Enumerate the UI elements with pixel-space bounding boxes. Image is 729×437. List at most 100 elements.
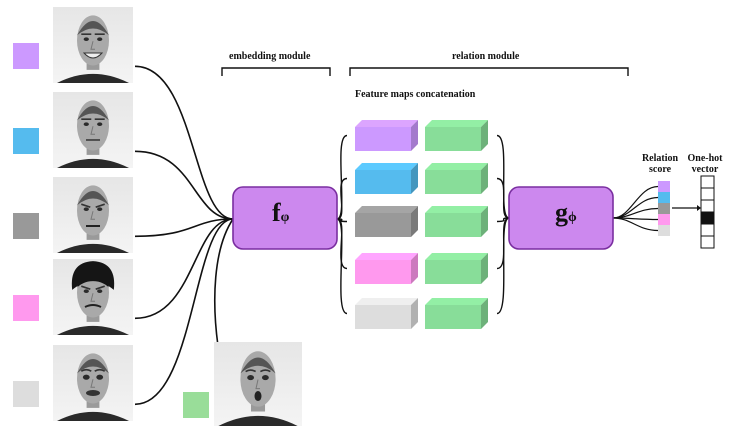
embedding-module-bracket — [221, 67, 331, 76]
score-line-5 — [612, 217, 659, 232]
support-feature-cube-3-side — [411, 206, 418, 237]
query-feature-cube-3-top — [425, 206, 488, 213]
support-face-2-eye-right — [97, 122, 103, 126]
support-feature-cube-3 — [355, 206, 418, 237]
support-face-3-brow-right — [95, 203, 105, 208]
query-feature-cube-2-side — [481, 163, 488, 194]
query-face-shirt — [218, 415, 298, 426]
onehot-vector-label: One-hot vector — [687, 153, 723, 175]
embedding-function-label: fφ — [272, 198, 289, 228]
support-face-5-shirt — [57, 411, 129, 421]
support-face-4-nose — [90, 293, 95, 302]
query-feature-cube-4-front — [425, 260, 481, 284]
relation-module-bracket — [349, 67, 629, 76]
support-face-5-nose — [90, 379, 95, 388]
class-color-square-3 — [13, 213, 39, 239]
query-feature-cube-5-side — [481, 298, 488, 329]
support-face-3-eye-right — [97, 207, 103, 211]
query-face-mouth — [254, 391, 262, 402]
support-face-1-eye-right — [97, 37, 103, 41]
support-arrow-4 — [134, 218, 234, 320]
support-face-4 — [53, 259, 133, 335]
support-feature-cube-5 — [355, 298, 418, 329]
support-feature-cube-3-top — [355, 206, 418, 213]
relation-score-cell-3 — [658, 203, 670, 214]
support-arrow-5 — [134, 218, 234, 406]
embedding-module-label: embedding module — [229, 51, 311, 62]
query-feature-cube-2-front — [425, 170, 481, 194]
support-face-5 — [53, 345, 133, 421]
fanin-line-2 — [496, 177, 510, 219]
query-feature-cube-3-front — [425, 213, 481, 237]
support-face-3-eye-left — [83, 207, 89, 211]
query-feature-cube-5 — [425, 298, 488, 329]
query-feature-cube-4 — [425, 253, 488, 284]
support-arrow-3 — [134, 218, 234, 238]
query-feature-cube-2-top — [425, 163, 488, 170]
support-feature-cube-3-front — [355, 213, 411, 237]
onehot-cell-4 — [700, 211, 715, 225]
support-face-4-mouth — [84, 303, 102, 308]
relation-score-label: Relation score — [641, 153, 679, 175]
relation-score-cell-4 — [658, 214, 670, 225]
relation-function-label: gϕ — [555, 198, 577, 228]
support-arrow-2 — [134, 150, 234, 220]
support-feature-cube-1-front — [355, 127, 411, 151]
class-color-square-2 — [13, 128, 39, 154]
support-feature-cube-5-side — [411, 298, 418, 329]
support-feature-cube-4 — [355, 253, 418, 284]
support-face-2-nose — [90, 126, 95, 135]
query-feature-cube-1 — [425, 120, 488, 151]
fanout-line-5 — [336, 218, 348, 315]
embedding-function-subscript: φ — [280, 210, 290, 225]
support-face-1-shirt — [57, 73, 129, 83]
class-color-square-1 — [13, 43, 39, 69]
support-face-1-eye-left — [83, 37, 89, 41]
onehot-cell-6 — [700, 235, 715, 249]
support-feature-cube-2-side — [411, 163, 418, 194]
support-face-5-eye-right — [96, 374, 104, 380]
support-feature-cube-1-top — [355, 120, 418, 127]
query-face-brow-left — [245, 369, 257, 373]
support-feature-cube-4-top — [355, 253, 418, 260]
query-feature-cube-1-side — [481, 120, 488, 151]
support-face-2 — [53, 92, 133, 168]
support-face-1-nose — [90, 41, 95, 50]
relation-function-subscript: ϕ — [568, 210, 577, 225]
class-color-square-5 — [13, 381, 39, 407]
query-feature-cube-1-front — [425, 127, 481, 151]
fanout-line-2 — [336, 177, 348, 220]
onehot-cell-2 — [700, 187, 715, 201]
query-feature-cube-4-top — [425, 253, 488, 260]
query-face — [214, 342, 302, 426]
support-face-4-eye-right — [97, 289, 103, 293]
support-face-4-brow-left — [81, 285, 91, 290]
support-face-4-shirt — [57, 325, 129, 335]
support-feature-cube-2-front — [355, 170, 411, 194]
query-feature-cube-3 — [425, 206, 488, 237]
query-feature-cube-5-front — [425, 305, 481, 329]
relation-score-cell-1 — [658, 181, 670, 192]
support-face-3 — [53, 177, 133, 253]
relation-module-label: relation module — [452, 51, 520, 62]
support-feature-cube-1-side — [411, 120, 418, 151]
support-face-2-eye-left — [83, 122, 89, 126]
support-face-3-nose — [90, 211, 95, 220]
fanin-line-1 — [496, 134, 510, 219]
support-feature-cube-4-side — [411, 253, 418, 284]
onehot-cell-5 — [700, 223, 715, 237]
query-feature-cube-5-top — [425, 298, 488, 305]
onehot-cell-1 — [700, 175, 715, 189]
support-face-4-brow-right — [95, 285, 105, 290]
support-feature-cube-2-top — [355, 163, 418, 170]
support-arrow-1 — [134, 65, 234, 220]
fanout-line-1 — [336, 134, 348, 220]
query-arrow — [213, 218, 234, 347]
support-feature-cube-1 — [355, 120, 418, 151]
query-color-square — [183, 392, 209, 418]
score-to-onehot-arrowhead — [697, 205, 701, 211]
relation-score-cell-2 — [658, 192, 670, 203]
query-face-eye-right — [261, 374, 269, 381]
